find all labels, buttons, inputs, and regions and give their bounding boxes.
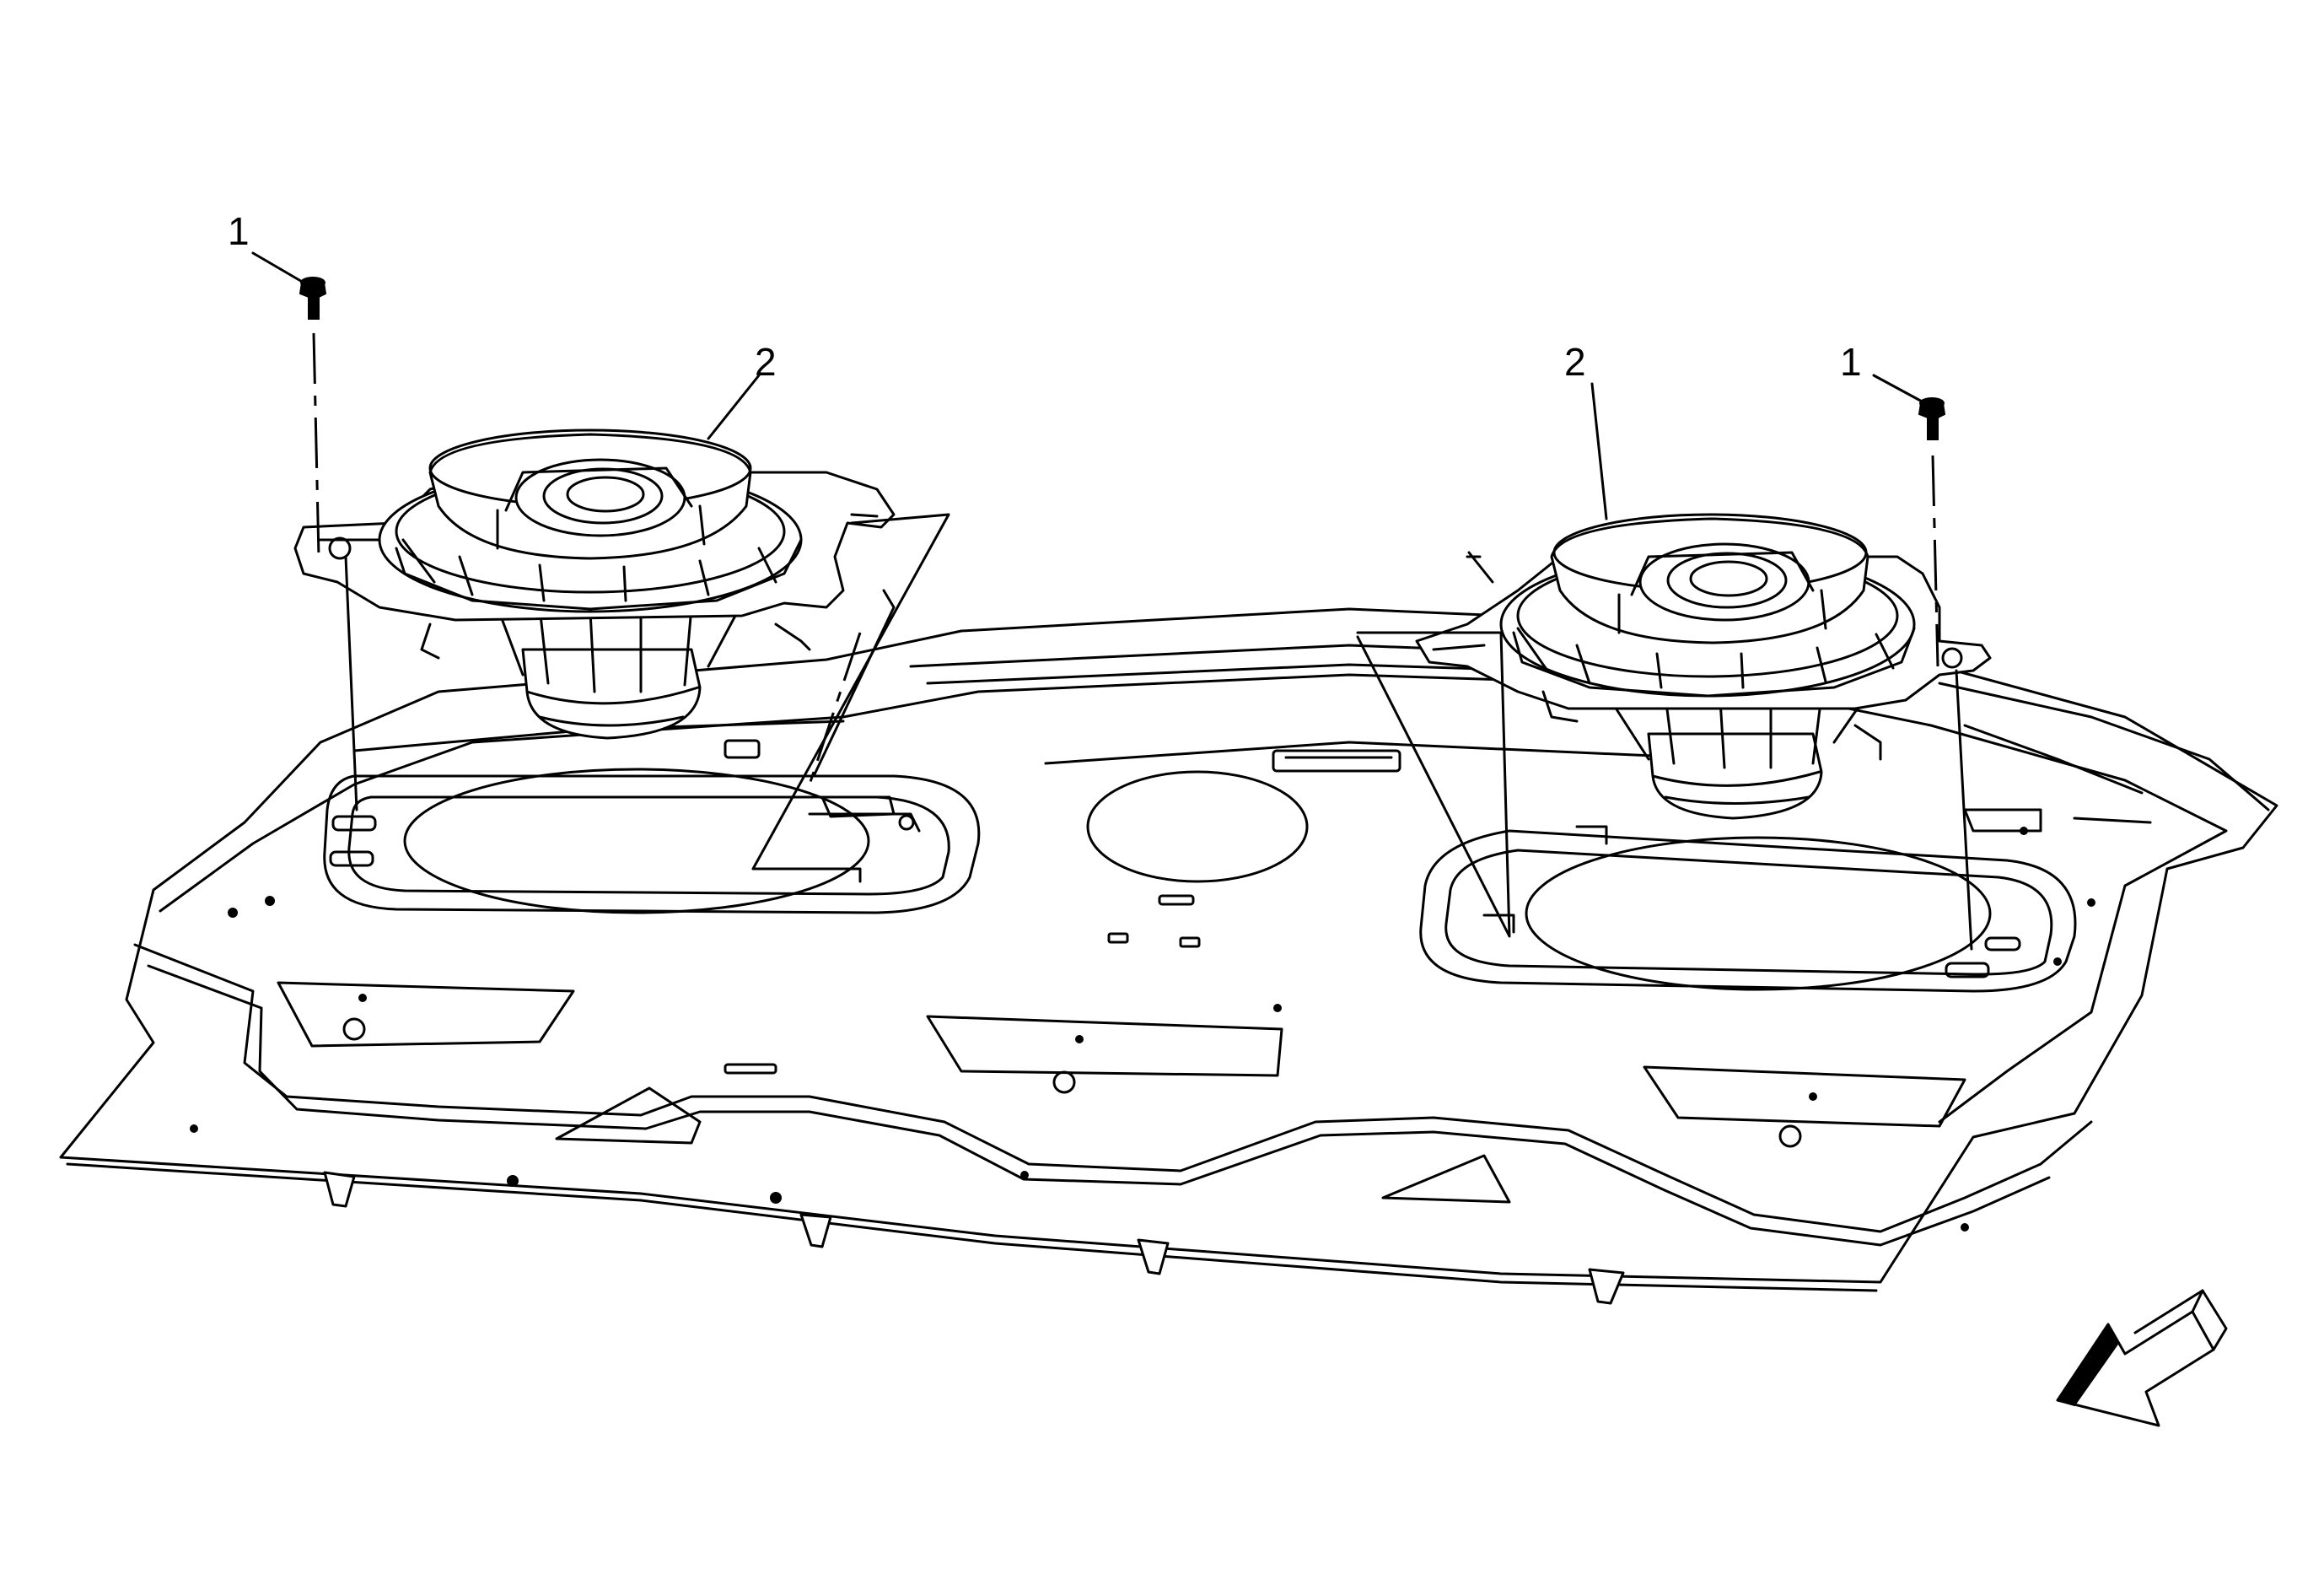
view-direction-arrow-icon	[2056, 1289, 2228, 1427]
left-screw	[299, 277, 327, 320]
leader-lines	[251, 251, 1927, 520]
right-speaker	[1415, 513, 1992, 820]
retaining-clips	[323, 1171, 1625, 1305]
callout-2-right-speaker: 2	[1564, 340, 1586, 384]
callout-1-left-screw: 1	[228, 209, 250, 253]
right-screw	[1918, 397, 1946, 440]
callout-1-right-screw: 1	[1840, 340, 1862, 384]
callout-2-left-speaker: 2	[755, 340, 777, 384]
left-speaker	[293, 429, 896, 740]
package-shelf-panel	[59, 607, 2278, 1305]
alignment-lines	[312, 332, 1973, 951]
